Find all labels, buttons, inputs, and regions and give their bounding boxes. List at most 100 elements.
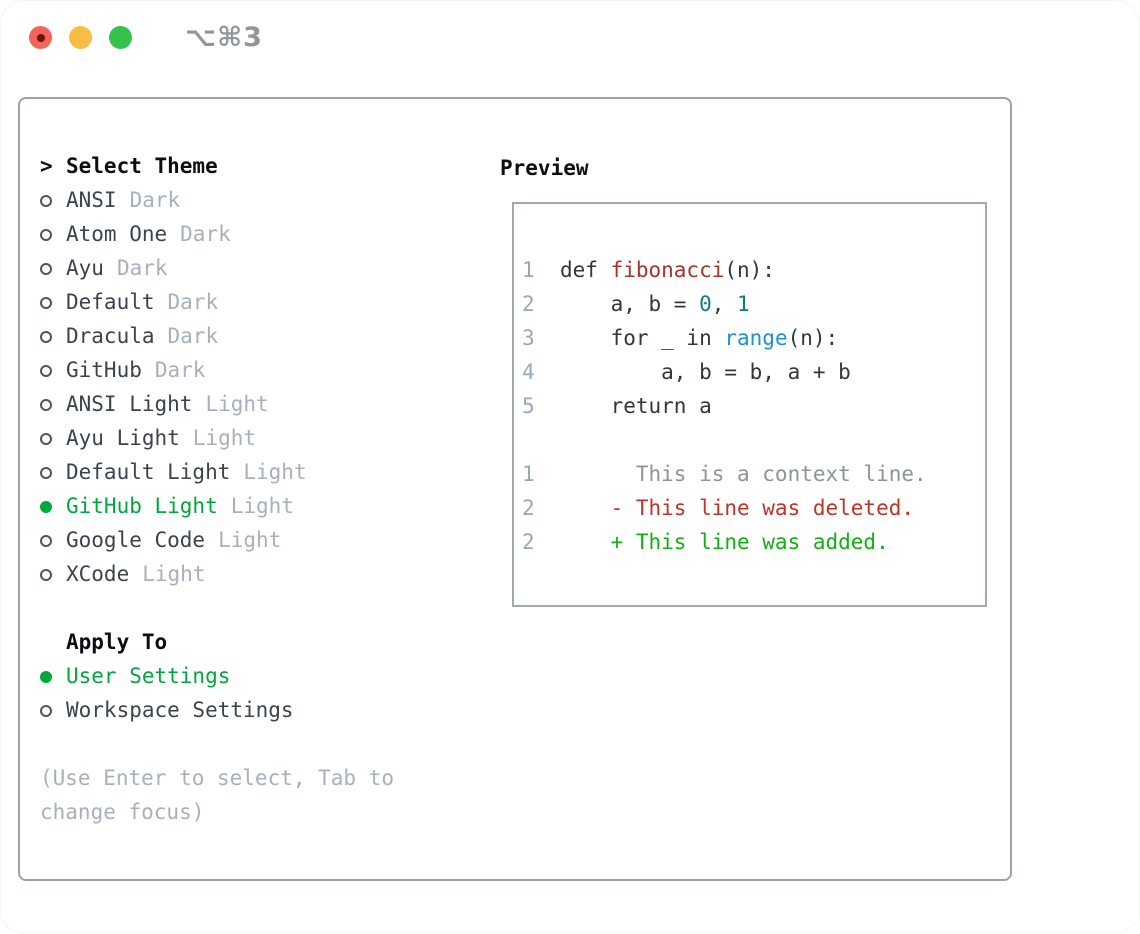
theme-option-xcode[interactable]: XCode Light [40, 557, 480, 591]
theme-option-github-light[interactable]: GitHub Light Light [40, 489, 480, 523]
radio-unselected-icon [40, 387, 66, 421]
diff-line-deleted: 2 - This line was deleted. [522, 491, 985, 525]
theme-option-label: Default [66, 290, 155, 314]
theme-variant-label: Dark [167, 290, 219, 314]
theme-variant-label: Light [230, 494, 294, 518]
theme-option-ayu[interactable]: Ayu Dark [40, 251, 480, 285]
radio-unselected-icon [40, 455, 66, 489]
help-text: (Use Enter to select, Tab to change focu… [40, 761, 480, 829]
radio-unselected-icon [40, 319, 66, 353]
close-button-dot [36, 33, 45, 42]
theme-option-dracula[interactable]: Dracula Dark [40, 319, 480, 353]
line-number: 5 [522, 394, 535, 418]
select-theme-header: >Select Theme [40, 149, 480, 183]
theme-variant-label: Light [142, 562, 206, 586]
radio-unselected-icon [40, 523, 66, 557]
line-content: a, b = b, a + b [560, 355, 851, 389]
theme-variant-label: Dark [154, 358, 206, 382]
theme-variant-label: Dark [180, 222, 231, 246]
theme-option-ayu-light[interactable]: Ayu Light Light [40, 421, 480, 455]
diff-line-context: 1 This is a context line. [522, 457, 985, 491]
theme-variant-label: Light [192, 426, 257, 450]
radio-unselected-icon [40, 251, 66, 285]
theme-option-atom-one[interactable]: Atom One Dark [40, 217, 480, 251]
theme-option-label: Default Light [66, 460, 231, 484]
theme-option-label: ANSI Light [66, 392, 193, 416]
theme-option-label: Ayu Light [66, 426, 180, 450]
spacer [40, 727, 480, 761]
theme-option-label: ANSI [66, 188, 117, 212]
theme-option-ansi[interactable]: ANSI Dark [40, 183, 480, 217]
theme-variant-label: Light [243, 460, 307, 484]
theme-option-default-light[interactable]: Default Light Light [40, 455, 480, 489]
token-fg: def [560, 258, 611, 282]
theme-option-label: Ayu [66, 256, 104, 280]
theme-option-default[interactable]: Default Dark [40, 285, 480, 319]
line-content: + This line was added. [560, 525, 889, 559]
preview-title: Preview [500, 156, 589, 180]
line-number: 1 [522, 258, 535, 282]
theme-option-label: Google Code [66, 528, 206, 552]
radio-unselected-icon [40, 183, 66, 217]
minimize-button[interactable] [69, 26, 92, 49]
token-fg: a, b = b, a + b [560, 360, 851, 384]
theme-option-label: GitHub Light [66, 494, 218, 518]
theme-variant-label: Light [218, 528, 282, 552]
spacer [40, 591, 480, 625]
theme-option-label: Dracula [66, 324, 155, 348]
token-num: 1 [737, 292, 750, 316]
code-line: 4 a, b = b, a + b [522, 355, 985, 389]
theme-option-label: XCode [66, 562, 130, 586]
line-number: 2 [522, 530, 535, 554]
token-context: This is a context line. [560, 462, 927, 486]
radio-selected-icon [40, 659, 66, 693]
diff-line-added: 2 + This line was added. [522, 525, 985, 559]
line-number [522, 423, 535, 457]
token-fg: (n): [724, 258, 775, 282]
close-button[interactable] [29, 26, 52, 49]
apply-option-user-settings[interactable]: User Settings [40, 659, 480, 693]
radio-unselected-icon [40, 353, 66, 387]
radio-unselected-icon [40, 217, 66, 251]
token-fg: , [711, 292, 738, 316]
radio-unselected-icon [40, 693, 66, 727]
line-number: 2 [522, 496, 535, 520]
line-number: 2 [522, 292, 535, 316]
radio-unselected-icon [40, 557, 66, 591]
radio-selected-icon [40, 489, 66, 523]
titlebar: ⌥⌘3 [29, 22, 263, 53]
token-num: 0 [699, 292, 712, 316]
token-fg: (n): [787, 326, 839, 350]
theme-option-google-code[interactable]: Google Code Light [40, 523, 480, 557]
zoom-button[interactable] [109, 26, 132, 49]
token-builtin: range [724, 326, 788, 350]
theme-variant-label: Dark [116, 256, 168, 280]
blank-line [522, 423, 985, 457]
help-line-1: (Use Enter to select, Tab to [40, 766, 395, 790]
theme-option-label: Atom One [66, 222, 168, 246]
theme-option-github[interactable]: GitHub Dark [40, 353, 480, 387]
token-del: - This line was deleted. [560, 496, 915, 520]
window-shortcut-label: ⌥⌘3 [185, 22, 263, 53]
token-fg: return a [560, 394, 712, 418]
apply-option-workspace-settings[interactable]: Workspace Settings [40, 693, 480, 727]
line-content: for _ in range(n): [560, 321, 839, 355]
radio-unselected-icon [40, 285, 66, 319]
theme-option-label: GitHub [66, 358, 142, 382]
help-line-2: change focus) [40, 800, 205, 824]
line-content: a, b = 0, 1 [560, 287, 750, 321]
radio-unselected-icon [40, 421, 66, 455]
theme-variant-label: Dark [167, 324, 219, 348]
theme-variant-label: Dark [129, 188, 181, 212]
code-line: 3 for _ in range(n): [522, 321, 985, 355]
line-number: 4 [522, 360, 535, 384]
line-number: 3 [522, 326, 535, 350]
